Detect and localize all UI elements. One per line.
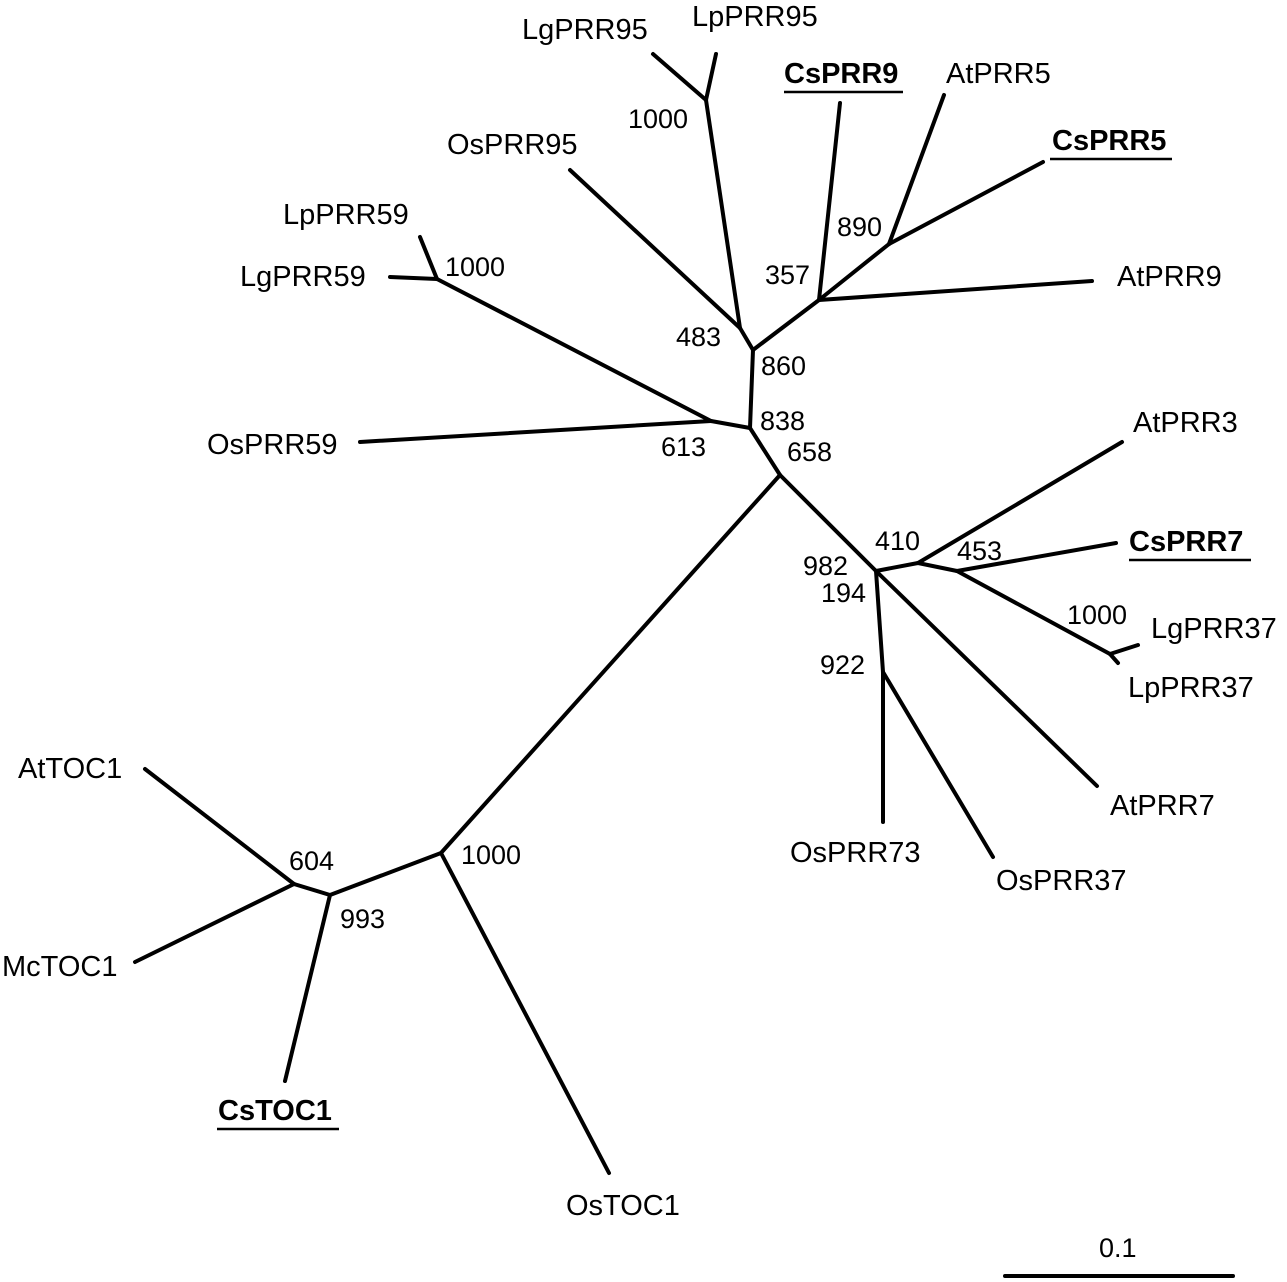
- branch-to-lgprr59: [388, 275, 439, 281]
- branch-194-922: [874, 569, 885, 674]
- taxon-lgprr59: LgPRR59: [240, 261, 366, 293]
- branch-to-ospr59: [358, 419, 713, 444]
- bootstrap-860: 860: [761, 351, 806, 381]
- branch-to-cstoc1: [283, 893, 332, 1083]
- branch-to-atprr5: [887, 93, 946, 246]
- bootstrap-453: 453: [957, 536, 1002, 566]
- taxon-ostoc1: OsTOC1: [566, 1190, 680, 1222]
- branch-to-atprr7: [874, 569, 1099, 788]
- branch-to-csprr5: [887, 160, 1045, 246]
- branch-357-890: [817, 242, 891, 302]
- branch-993-604: [292, 882, 332, 897]
- branch-483-prr95-node: [704, 98, 742, 330]
- taxon-cstoc1: CsTOC1: [218, 1095, 332, 1127]
- bootstrap-658: 658: [787, 437, 832, 467]
- taxon-atprr3: AtPRR3: [1133, 407, 1238, 439]
- scale-bar-label: 0.1: [1099, 1233, 1137, 1263]
- taxon-osprr73: OsPRR73: [790, 837, 921, 869]
- taxon-atprr9: AtPRR9: [1117, 261, 1222, 293]
- taxon-lpprr59: LpPRR59: [283, 199, 409, 231]
- branch-to-csprr7: [955, 541, 1118, 573]
- bootstrap-613: 613: [661, 432, 706, 462]
- branch-to-osprr95: [568, 168, 742, 330]
- branch-to-lpprr59: [418, 235, 439, 281]
- taxon-lgprr37: LgPRR37: [1151, 613, 1277, 645]
- bootstrap-838: 838: [760, 406, 805, 436]
- taxon-lpprr95: LpPRR95: [692, 1, 818, 33]
- taxon-lpprr37: LpPRR37: [1128, 672, 1254, 704]
- bootstrap-890: 890: [837, 212, 882, 242]
- taxon-osprr37: OsPRR37: [996, 865, 1127, 897]
- bootstrap-982: 982: [803, 551, 848, 581]
- branch-to-lpprr37: [1108, 652, 1120, 665]
- branch-613-lprr59-node: [435, 277, 713, 423]
- branch-860-357: [751, 298, 821, 352]
- branch-to-mctoc1: [133, 882, 296, 964]
- bootstrap-root-1000: 1000: [461, 840, 521, 870]
- branch-838-613: [709, 419, 752, 430]
- branch-to-osprr37: [881, 670, 995, 859]
- bootstrap-values: 1000 890 357 1000 483 860 838 613 658 41…: [289, 104, 1127, 934]
- bootstrap-922: 922: [820, 650, 865, 680]
- branch-to-lgprr37: [1108, 643, 1140, 656]
- branch-to-lpprr95: [704, 52, 718, 102]
- bootstrap-357: 357: [765, 260, 810, 290]
- branch-838-860: [748, 348, 755, 430]
- branch-982-410: [874, 561, 920, 573]
- branch-to-atprr9: [817, 279, 1094, 302]
- branch-to-attoc1: [143, 767, 296, 886]
- branch-to-ostoc1: [439, 851, 611, 1175]
- tree-branches: [133, 52, 1140, 1175]
- taxon-atprr7: AtPRR7: [1110, 790, 1215, 822]
- taxon-csprr5: CsPRR5: [1052, 125, 1166, 157]
- bootstrap-993: 993: [340, 904, 385, 934]
- taxon-csprr7: CsPRR7: [1129, 526, 1243, 558]
- bootstrap-lprr95-node: 1000: [628, 104, 688, 134]
- bootstrap-483: 483: [676, 322, 721, 352]
- taxon-osprr95: OsPRR95: [447, 129, 578, 161]
- branch-root-to-prr: [748, 426, 782, 477]
- bootstrap-lprr59-node: 1000: [445, 252, 505, 282]
- bootstrap-194: 194: [821, 578, 866, 608]
- taxon-lgprr95: LgPRR95: [522, 14, 648, 46]
- bootstrap-lprr37-node: 1000: [1067, 600, 1127, 630]
- taxon-labels: LgPRR95 LpPRR95 CsPRR9 AtPRR5 CsPRR5 OsP…: [2, 1, 1277, 1222]
- branch-1000-993: [328, 851, 443, 897]
- branch-to-lgprr95: [651, 52, 708, 102]
- branch-root-to-prr37-73: [778, 473, 878, 573]
- scale-bar: 0.1: [1003, 1233, 1235, 1278]
- branch-to-atprr3: [916, 440, 1124, 565]
- taxon-mctoc1: McTOC1: [2, 951, 117, 983]
- bootstrap-410: 410: [875, 526, 920, 556]
- bootstrap-604: 604: [289, 846, 334, 876]
- taxon-attoc1: AtTOC1: [18, 753, 122, 785]
- branch-410-453: [916, 561, 959, 573]
- taxon-csprr9: CsPRR9: [784, 58, 898, 90]
- branch-860-483: [738, 326, 755, 352]
- taxon-atprr5: AtPRR5: [946, 58, 1051, 90]
- branch-root-node-1000: [439, 473, 782, 855]
- branch-453-prr37-node: [955, 569, 1112, 656]
- taxon-osprr59: OsPRR59: [207, 429, 338, 461]
- branch-to-cspr9: [817, 101, 842, 302]
